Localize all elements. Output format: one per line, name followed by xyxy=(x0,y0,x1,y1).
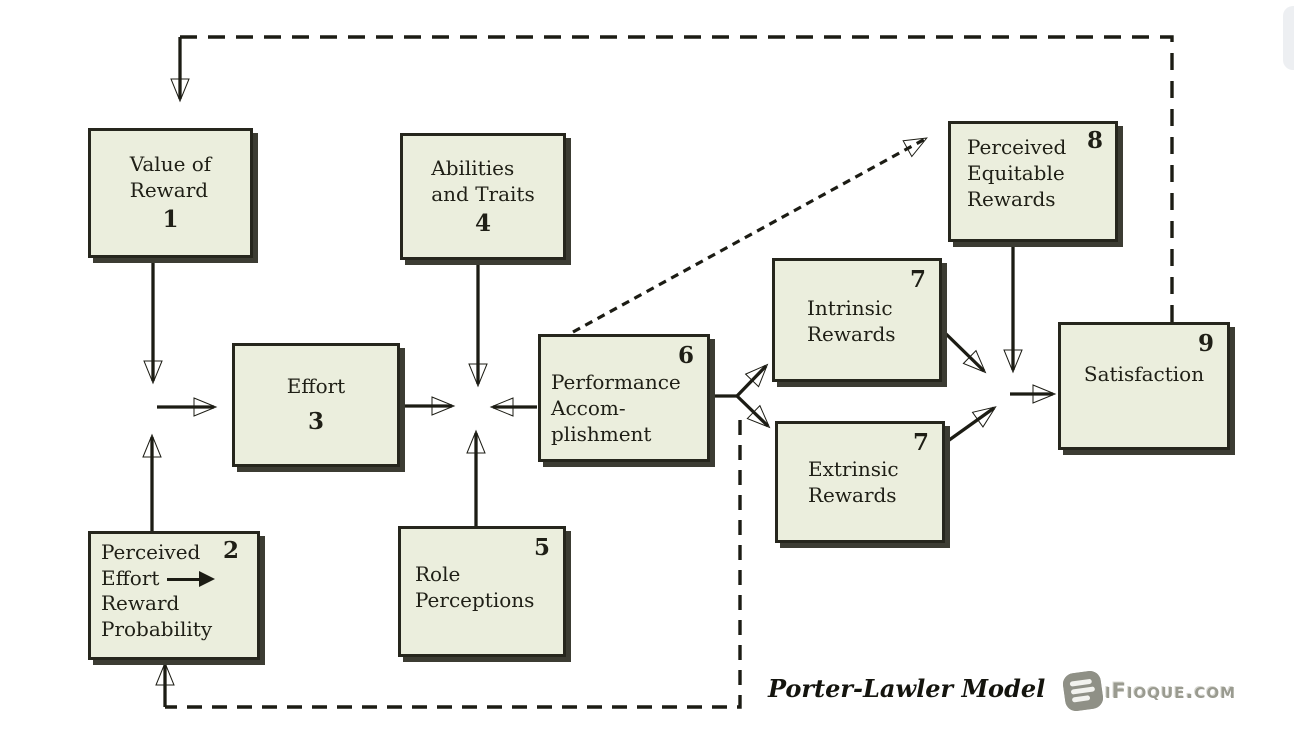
box-text: Abilities and Traits xyxy=(431,155,535,207)
box-abilities-and-traits: Abilities and Traits 4 xyxy=(400,133,566,260)
effort-reward-arrow-icon xyxy=(167,571,216,588)
diagram-caption: Porter-Lawler Model xyxy=(768,674,1046,703)
arrow-to-intrinsic-rewards xyxy=(735,363,769,398)
box-line: Rewards xyxy=(807,322,896,346)
watermark-text: iFioque.com xyxy=(1105,679,1237,703)
box-performance-accomplishment: 6 Performance Accom- plishment xyxy=(538,334,710,462)
box-satisfaction: 9 Satisfaction xyxy=(1058,322,1230,450)
box-line: Rewards xyxy=(967,187,1056,211)
box-line: Intrinsic xyxy=(807,296,893,320)
box-line: Effort xyxy=(286,374,346,399)
ifioque-logo-icon xyxy=(1061,669,1105,713)
arrow-extrinsic-to-satisfaction xyxy=(944,406,997,445)
box-perceived-equitable-rewards: 8 Perceived Equitable Rewards xyxy=(948,121,1118,242)
box-line: and Traits xyxy=(431,181,535,206)
box-number: 7 xyxy=(912,429,929,456)
box-number: 9 xyxy=(1197,330,1214,357)
box-extrinsic-rewards: 7 Extrinsic Rewards xyxy=(775,421,945,543)
feedback-satisfaction-to-value xyxy=(180,35,1174,322)
box-line: Value of xyxy=(129,152,212,177)
box-line: Satisfaction xyxy=(1083,362,1205,386)
box-number: 6 xyxy=(677,342,694,369)
watermark: iFioque.com xyxy=(1061,669,1237,713)
feedback-performance-to-probability xyxy=(165,420,742,709)
box-line: Probability xyxy=(101,616,213,641)
arrow-intrinsic-to-satisfaction xyxy=(940,328,987,374)
box-line: Role xyxy=(415,562,461,586)
box-line: Reward xyxy=(101,591,180,616)
box-line-text: Effort xyxy=(101,565,160,590)
box-perceived-effort-reward-probability: 2 Perceived Effort Reward Probability xyxy=(88,531,260,660)
box-line: plishment xyxy=(551,422,652,446)
box-line: Effort xyxy=(101,566,249,592)
box-role-perceptions: 5 Role Perceptions xyxy=(398,526,566,657)
box-number: 3 xyxy=(307,408,324,436)
box-text: Value of Reward xyxy=(130,151,211,203)
box-effort: Effort 3 xyxy=(232,343,400,467)
box-line: Abilities xyxy=(431,155,515,180)
dashed-performance-to-equitable xyxy=(572,137,928,334)
box-line: Perceived xyxy=(101,540,201,564)
box-number: 1 xyxy=(162,206,179,234)
box-line: Accom- xyxy=(551,396,626,420)
box-line: Perceived xyxy=(967,135,1067,159)
box-number: 2 xyxy=(222,537,239,564)
box-line: Rewards xyxy=(808,483,897,507)
box-number: 4 xyxy=(474,209,491,237)
box-line: Performance xyxy=(551,370,681,394)
box-number: 5 xyxy=(533,534,550,561)
box-line: Perceptions xyxy=(415,588,535,612)
box-intrinsic-rewards: 7 Intrinsic Rewards xyxy=(772,258,942,382)
arrow-to-extrinsic-rewards xyxy=(735,394,771,429)
box-number: 7 xyxy=(909,266,926,293)
box-line: Reward xyxy=(129,178,209,203)
box-value-of-reward: Value of Reward 1 xyxy=(88,128,253,258)
box-line: Extrinsic xyxy=(808,457,899,481)
box-number: 8 xyxy=(1086,127,1103,154)
box-line: Equitable xyxy=(967,161,1065,185)
page-corner-card xyxy=(1283,6,1294,70)
